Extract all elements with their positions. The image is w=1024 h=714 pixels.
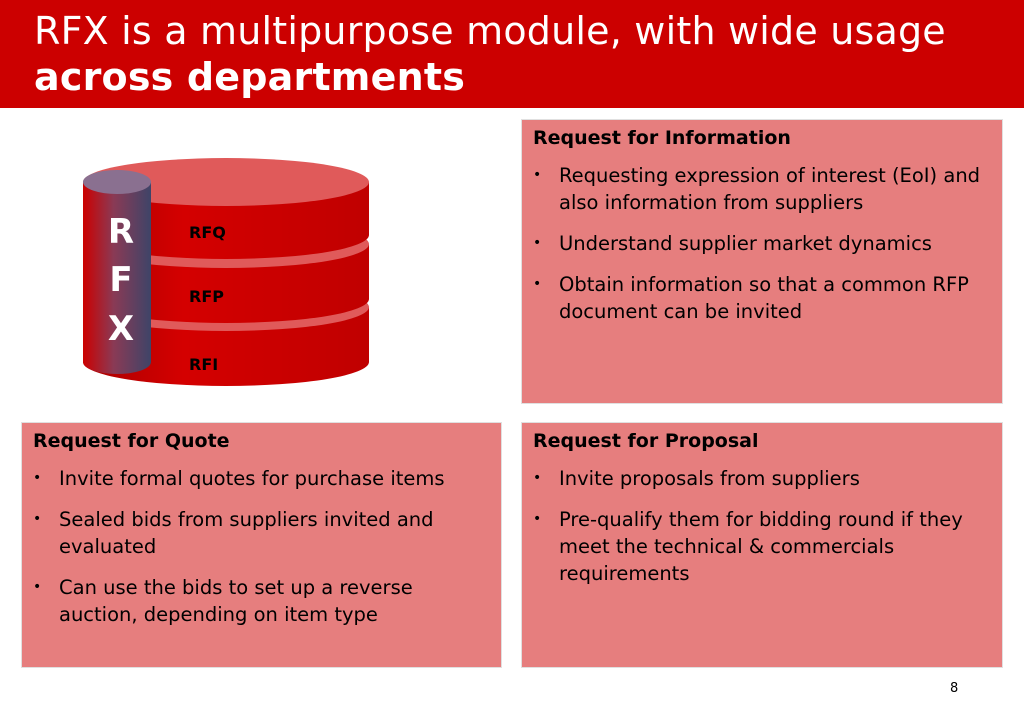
list-item: • Understand supplier market dynamics [533, 230, 992, 257]
rfp-heading: Request for Proposal [533, 430, 759, 452]
layer-label-rfi: RFI [189, 355, 218, 374]
rfq-panel: Request for Quote • Invite formal quotes … [22, 423, 501, 667]
rfi-panel: Request for Information • Requesting expr… [522, 120, 1002, 403]
disk-rfq [83, 158, 369, 259]
list-item-text: Requesting expression of interest (EoI) … [559, 164, 981, 214]
rfi-list: • Requesting expression of interest (EoI)… [533, 162, 992, 325]
page-number: 8 [950, 681, 959, 696]
list-item-text: Obtain information so that a common RFP … [559, 273, 969, 323]
rfp-list: • Invite proposals from suppliers • Pre-qu… [533, 465, 992, 587]
rfq-list: • Invite formal quotes for purchase items… [33, 465, 491, 628]
title-banner: RFX is a multipurpose module, with wide … [0, 0, 1024, 108]
list-item: • Pre-qualify them for bidding round if t… [533, 506, 992, 587]
list-item: • Sealed bids from suppliers invited and … [33, 506, 491, 560]
layer-label-rfq: RFQ [189, 223, 226, 242]
pillar-letter-r: R [108, 212, 134, 252]
title-line-2: across departments [34, 55, 466, 99]
layer-label-rfp: RFP [189, 287, 224, 306]
rfp-panel: Request for Proposal • Invite proposals f… [522, 423, 1002, 667]
pillar-letter-x: X [108, 309, 134, 349]
title-line-1: RFX is a multipurpose module, with wide … [34, 9, 946, 53]
list-item: • Invite proposals from suppliers [533, 465, 992, 492]
list-item: • Obtain information so that a common RFP… [533, 271, 992, 325]
slide-title: RFX is a multipurpose module, with wide … [34, 8, 946, 100]
rfx-disk-stack: R F X RFQ RFP RFI [78, 150, 378, 395]
bullet-icon: • [533, 511, 542, 527]
bullet-icon: • [33, 511, 42, 527]
list-item-text: Invite proposals from suppliers [559, 467, 860, 490]
list-item: • Invite formal quotes for purchase items [33, 465, 491, 492]
rfx-pillar [83, 170, 151, 374]
list-item-text: Understand supplier market dynamics [559, 232, 932, 255]
bullet-icon: • [533, 470, 542, 486]
bullet-icon: • [533, 276, 542, 292]
bullet-icon: • [33, 470, 42, 486]
bullet-icon: • [533, 167, 542, 183]
list-item: • Requesting expression of interest (EoI)… [533, 162, 992, 216]
list-item-text: Invite formal quotes for purchase items [59, 467, 445, 490]
pillar-letter-f: F [109, 260, 132, 300]
list-item-text: Sealed bids from suppliers invited and e… [59, 508, 434, 558]
list-item-text: Can use the bids to set up a reverse auc… [59, 576, 413, 626]
list-item: • Can use the bids to set up a reverse au… [33, 574, 491, 628]
bullet-icon: • [533, 235, 542, 251]
bullet-icon: • [33, 579, 42, 595]
list-item-text: Pre-qualify them for bidding round if th… [559, 508, 963, 585]
rfi-heading: Request for Information [533, 127, 791, 149]
rfx-stack-graphic: R F X RFQ RFP RFI [83, 158, 369, 386]
rfq-heading: Request for Quote [33, 430, 230, 452]
